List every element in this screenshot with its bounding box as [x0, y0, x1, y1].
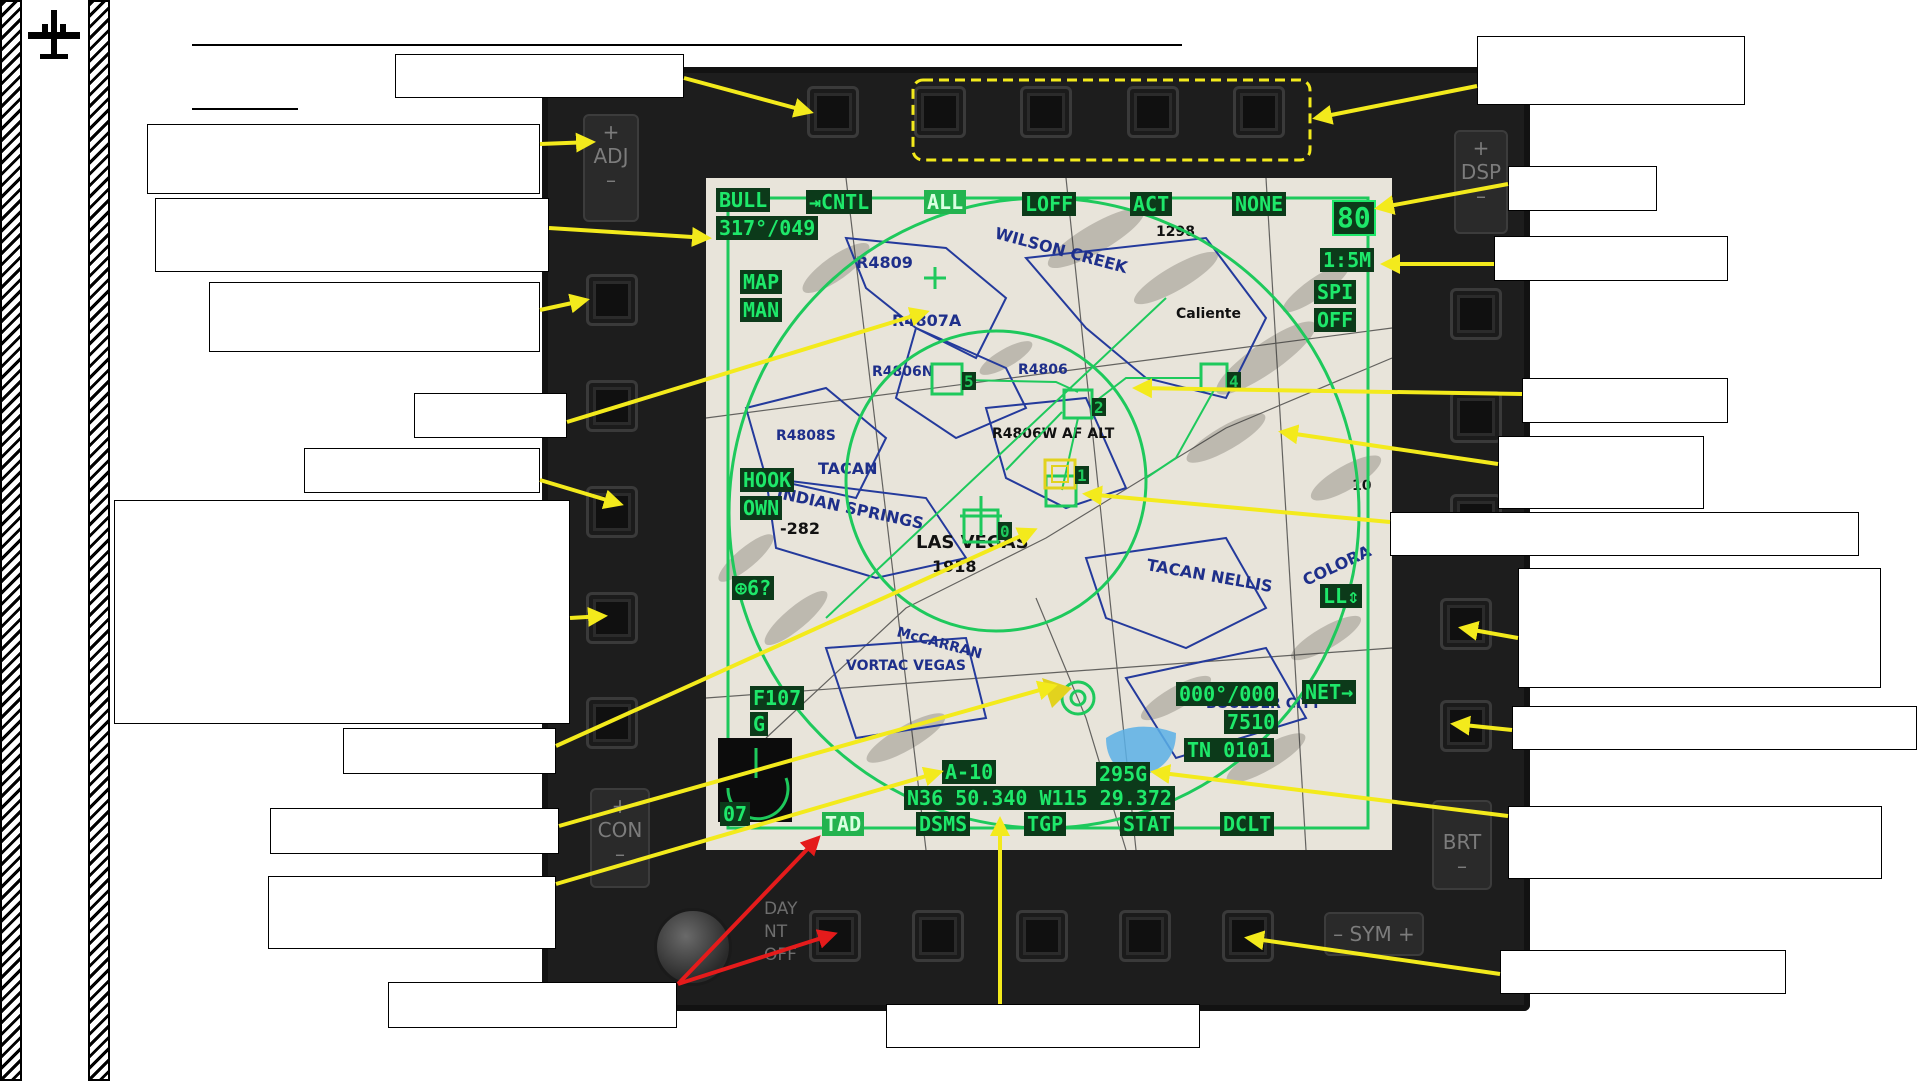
callout-arrows: [0, 0, 1921, 1081]
